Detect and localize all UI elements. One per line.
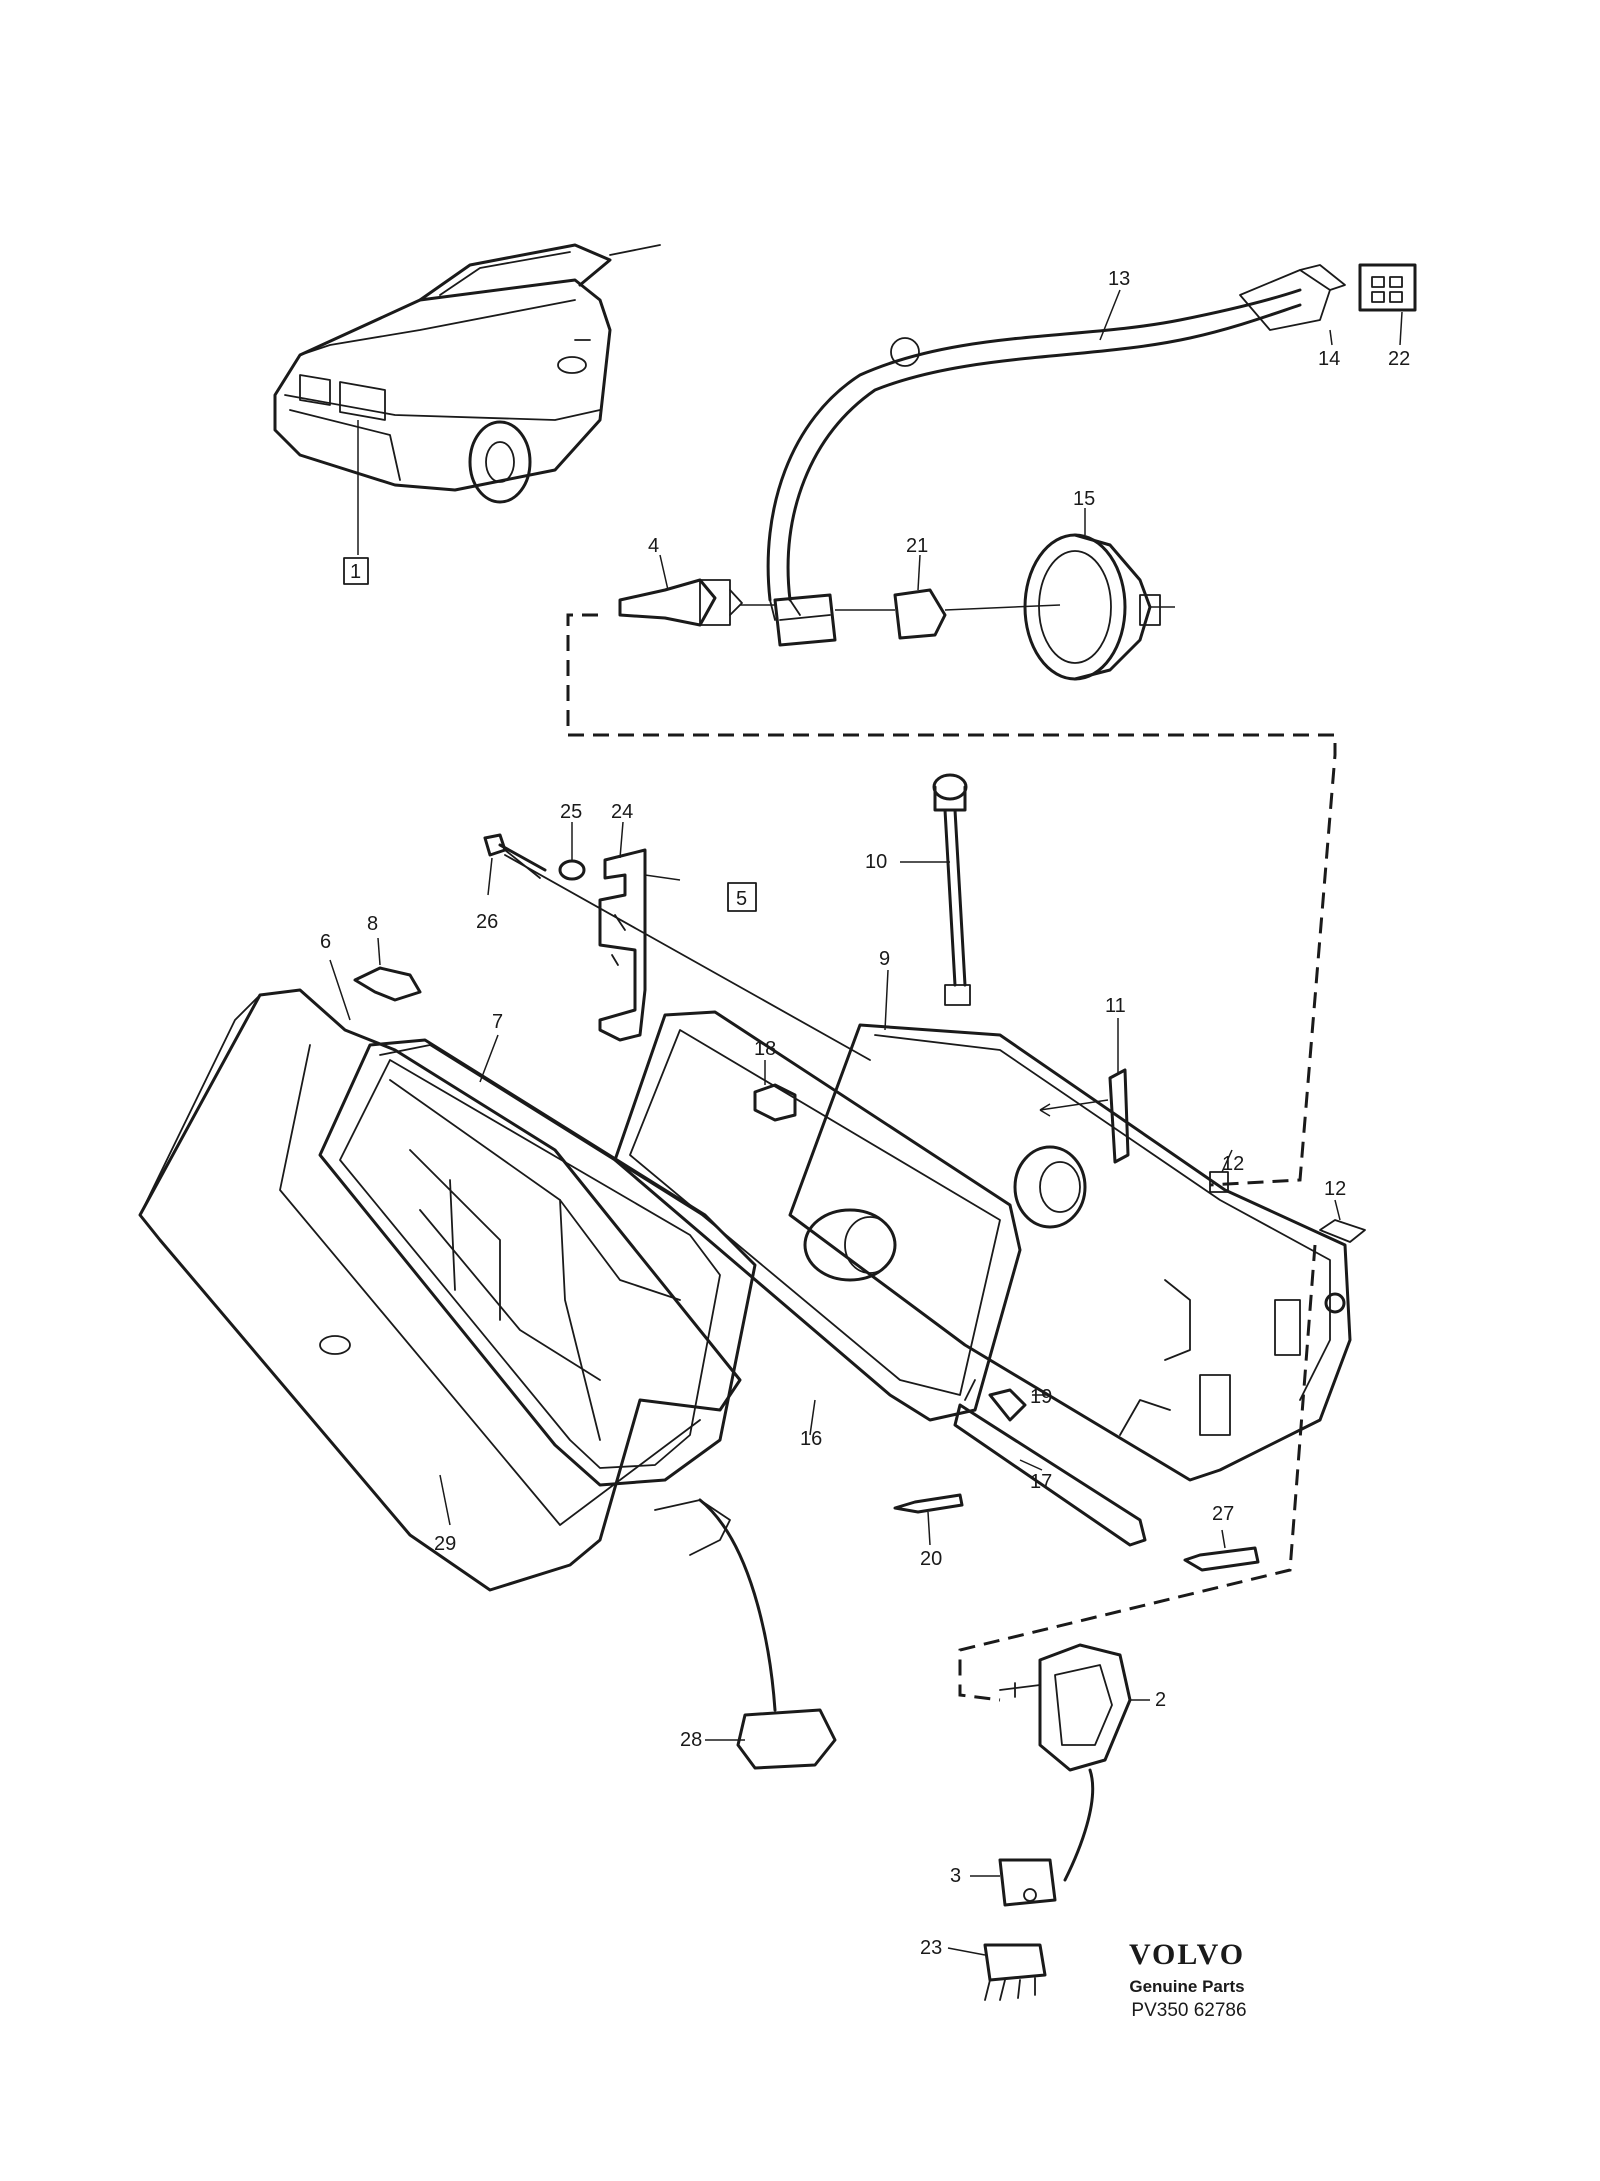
callout-4: 4: [648, 535, 659, 557]
callout-23: 23: [920, 1937, 942, 1959]
callout-29: 29: [434, 1533, 456, 1555]
callout-28: 28: [680, 1729, 702, 1751]
callout-5: 5: [736, 888, 747, 910]
callout-7: 7: [492, 1011, 503, 1033]
diagram-code: PV350 62786: [1131, 2000, 1247, 2021]
brand-subtitle: Genuine Parts: [1129, 1977, 1245, 1996]
headlamp-reflector: [613, 1010, 1022, 1422]
reference-line-lower: [958, 1244, 1317, 1702]
callout-8: 8: [367, 913, 378, 935]
callout-17: 17: [1030, 1471, 1052, 1493]
headlamp-housing: [788, 1023, 1352, 1482]
callout-3: 3: [950, 1865, 961, 1887]
stud-pair: [1209, 1171, 1366, 1243]
callout-25: 25: [560, 801, 582, 823]
callout-16: 16: [800, 1428, 822, 1450]
callout-12b: 12: [1324, 1178, 1346, 1200]
leveling-motor: [983, 1643, 1132, 2001]
connector-18: [753, 1083, 797, 1122]
trim-cover: [138, 988, 742, 1592]
bulb-assembly: [618, 533, 1175, 681]
callout-19: 19: [1030, 1386, 1052, 1408]
callout-9: 9: [879, 948, 890, 970]
callout-22: 22: [1388, 348, 1410, 370]
callout-24: 24: [611, 801, 633, 823]
mounting-frame: [893, 1379, 1260, 1572]
wiring-harness: [766, 263, 1417, 621]
callout-15: 15: [1073, 488, 1095, 510]
sensor-cable: [698, 1498, 777, 1712]
callout-10: 10: [865, 851, 887, 873]
callout-14: 14: [1318, 348, 1340, 370]
sensor-28: [736, 1708, 837, 1770]
callout-26: 26: [476, 911, 498, 933]
headlamp-lens: [318, 1038, 757, 1487]
callout-1: 1: [350, 561, 361, 583]
bracket-11: [1108, 1068, 1130, 1164]
callout-12a: 12: [1222, 1153, 1244, 1175]
callout-6: 6: [320, 931, 331, 953]
callout-27: 27: [1212, 1503, 1234, 1525]
brand-logo: VOLVO: [1128, 1938, 1246, 1971]
callout-21: 21: [906, 535, 928, 557]
callout-11: 11: [1105, 995, 1126, 1017]
adjuster-rod: [932, 773, 971, 1006]
clip: [353, 966, 422, 1002]
callout-13: 13: [1108, 268, 1130, 290]
callout-5-box: [727, 882, 757, 912]
bracket-screw-set: [483, 833, 871, 1061]
callout-2: 2: [1155, 1689, 1166, 1711]
callout-18: 18: [754, 1038, 776, 1060]
reference-line-upper: [566, 613, 1337, 1187]
car-illustration: [273, 243, 661, 504]
callout-20: 20: [920, 1548, 942, 1570]
